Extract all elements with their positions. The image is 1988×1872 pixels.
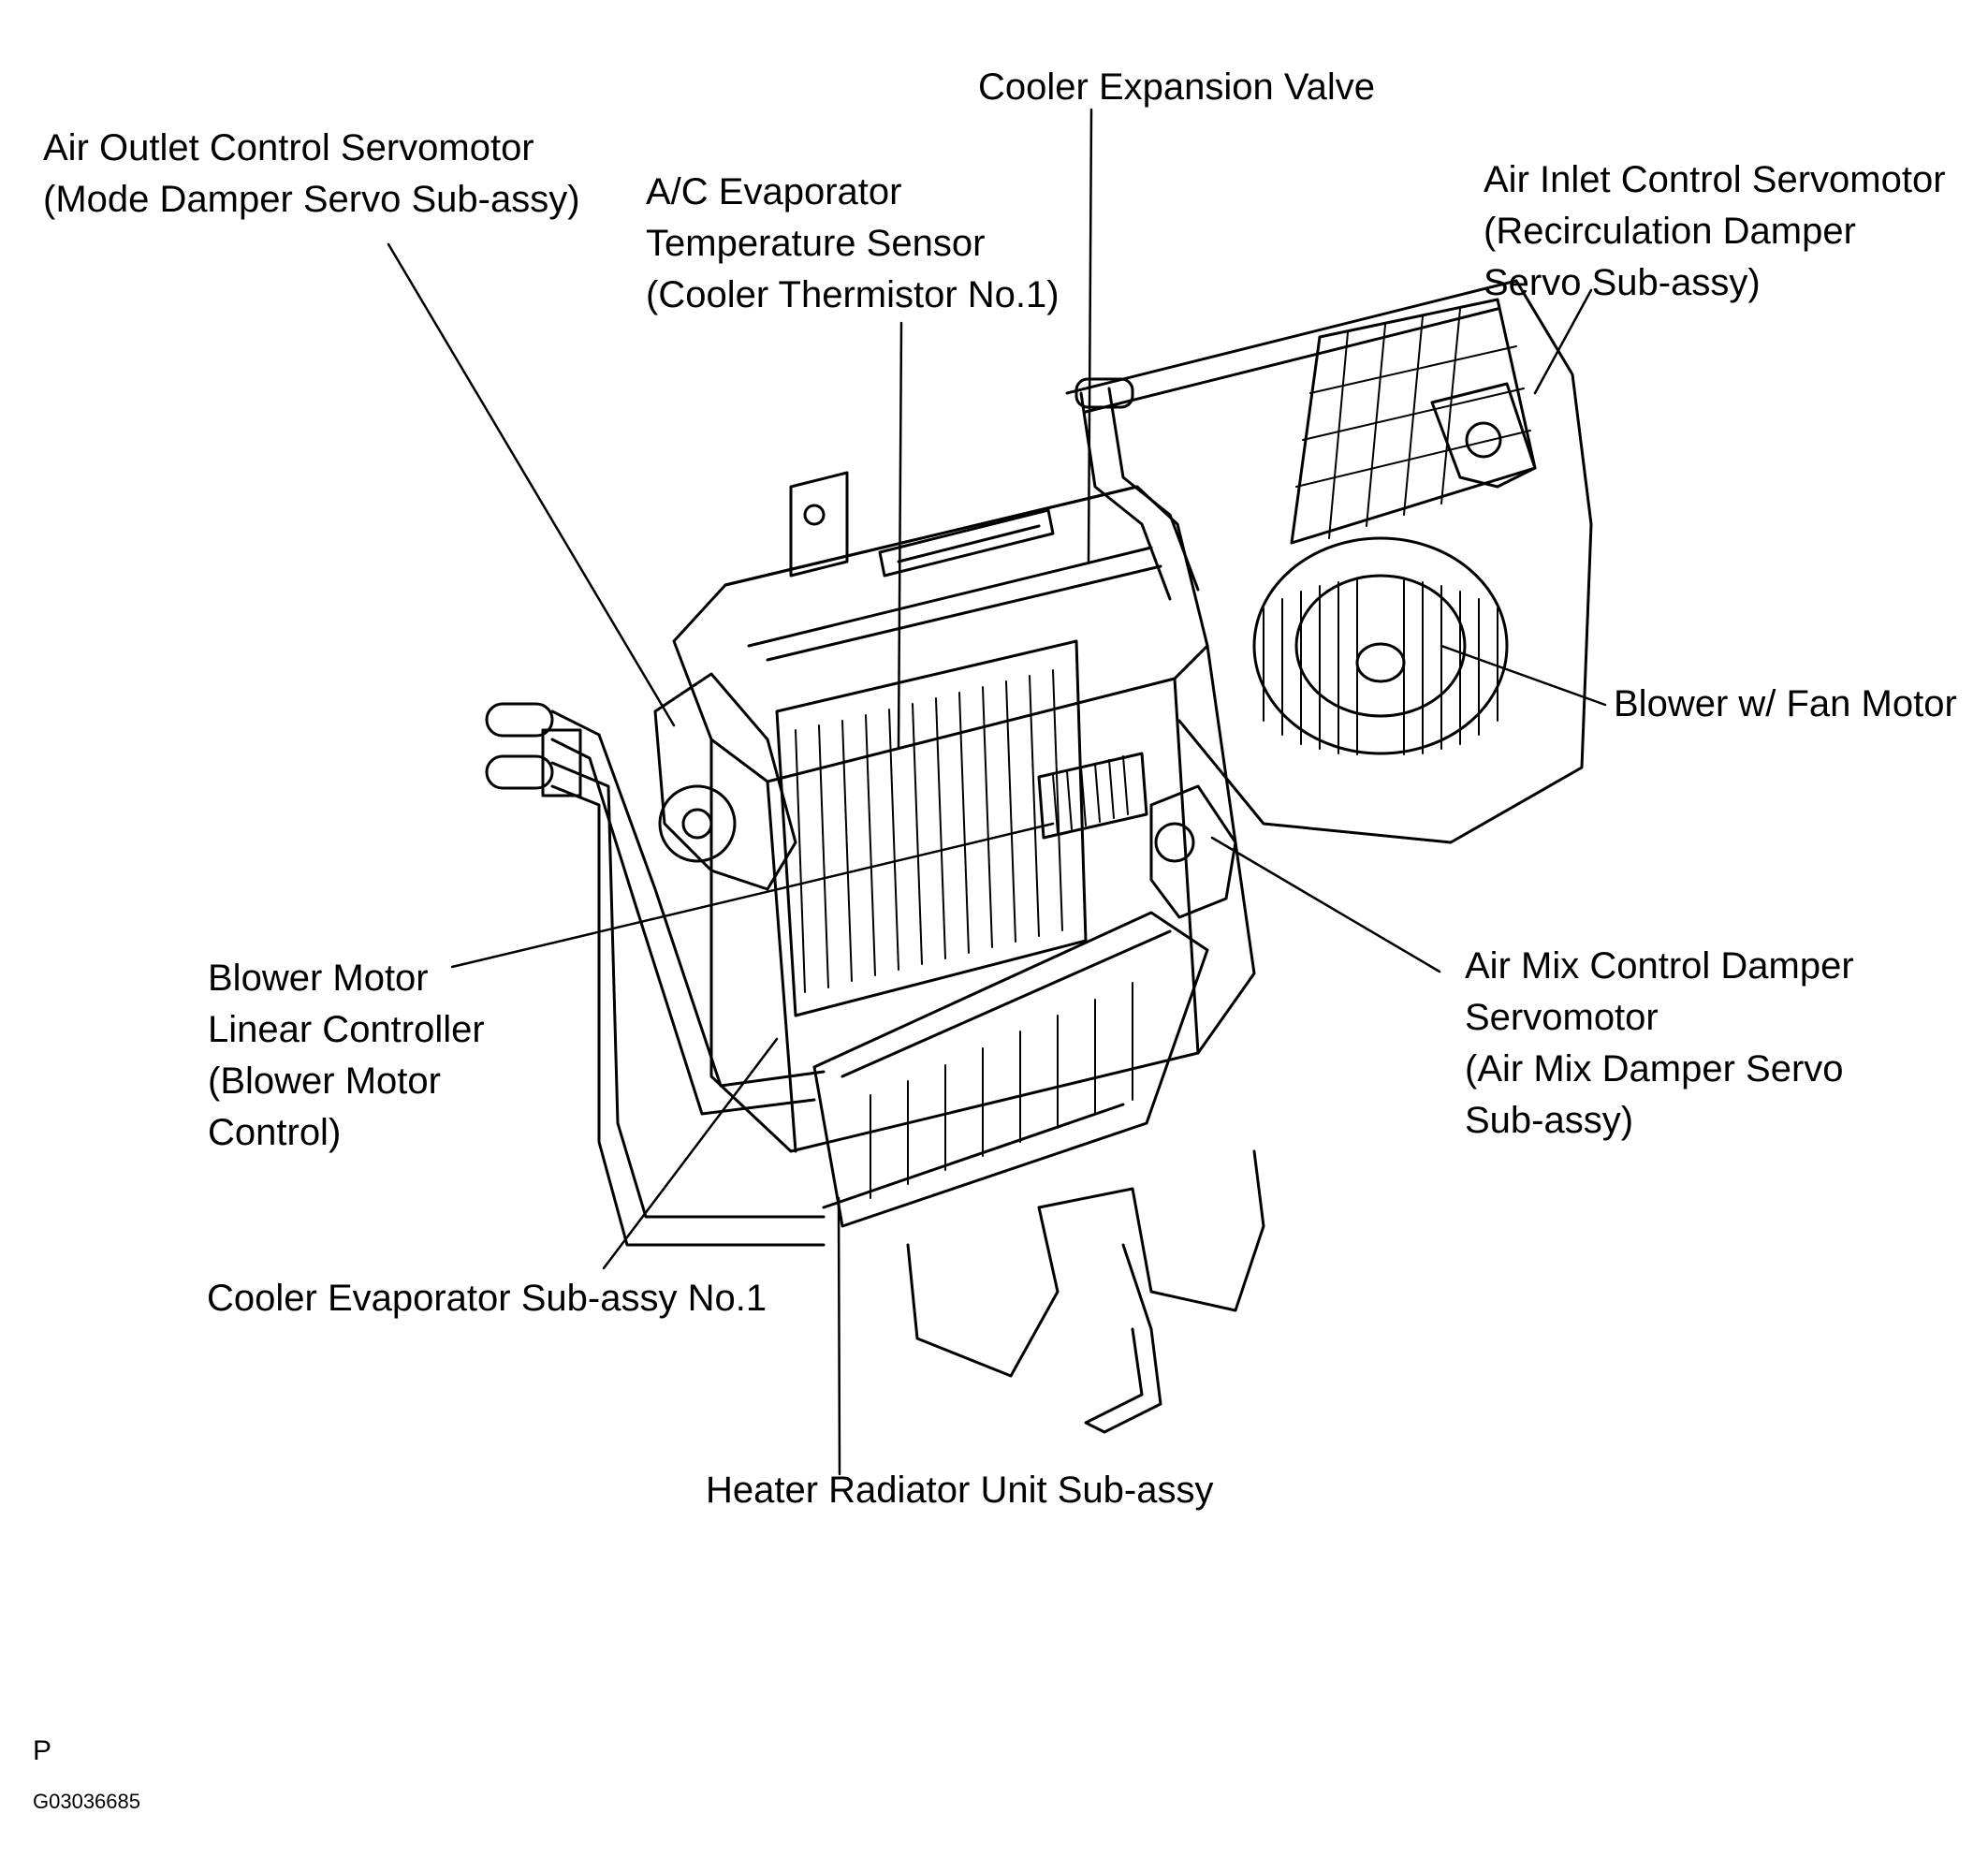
label-blower-fan-motor: Blower w/ Fan Motor [1614, 683, 1957, 724]
lower-outlet-ducts [906, 1149, 1265, 1434]
leader-lines [387, 108, 1607, 1476]
evaporator-core [775, 639, 1088, 1017]
unit-case-housing [672, 471, 1256, 1153]
label-cooler-evaporator: Cooler Evaporator Sub-assy No.1 [207, 1278, 767, 1319]
label-cooler-expansion-valve: Cooler Expansion Valve [978, 66, 1375, 108]
label-air-mix-servomotor: Air Mix Control Damper Servomotor (Air M… [1465, 945, 1854, 1141]
label-ac-evaporator-sensor: A/C Evaporator Temperature Sensor (Coole… [646, 171, 1060, 315]
blower-housing [1065, 279, 1593, 844]
air-mix-damper-servo [1149, 784, 1237, 919]
drawing-id: G03036685 [33, 1790, 140, 1813]
blower-motor-controller-fins [1037, 752, 1148, 840]
heater-pipes [485, 702, 826, 1247]
mode-damper-servo [653, 672, 797, 891]
label-heater-radiator: Heater Radiator Unit Sub-assy [706, 1470, 1214, 1511]
recirculation-damper-servo [1430, 382, 1537, 489]
label-blower-motor-controller: Blower Motor Linear Controller (Blower M… [208, 958, 485, 1153]
label-air-inlet-servomotor: Air Inlet Control Servomotor (Recirculat… [1484, 159, 1946, 303]
refrigerant-pipes [1074, 377, 1200, 601]
figure-code-letter: P [33, 1735, 52, 1766]
label-air-outlet-servomotor: Air Outlet Control Servomotor (Mode Damp… [43, 127, 580, 220]
